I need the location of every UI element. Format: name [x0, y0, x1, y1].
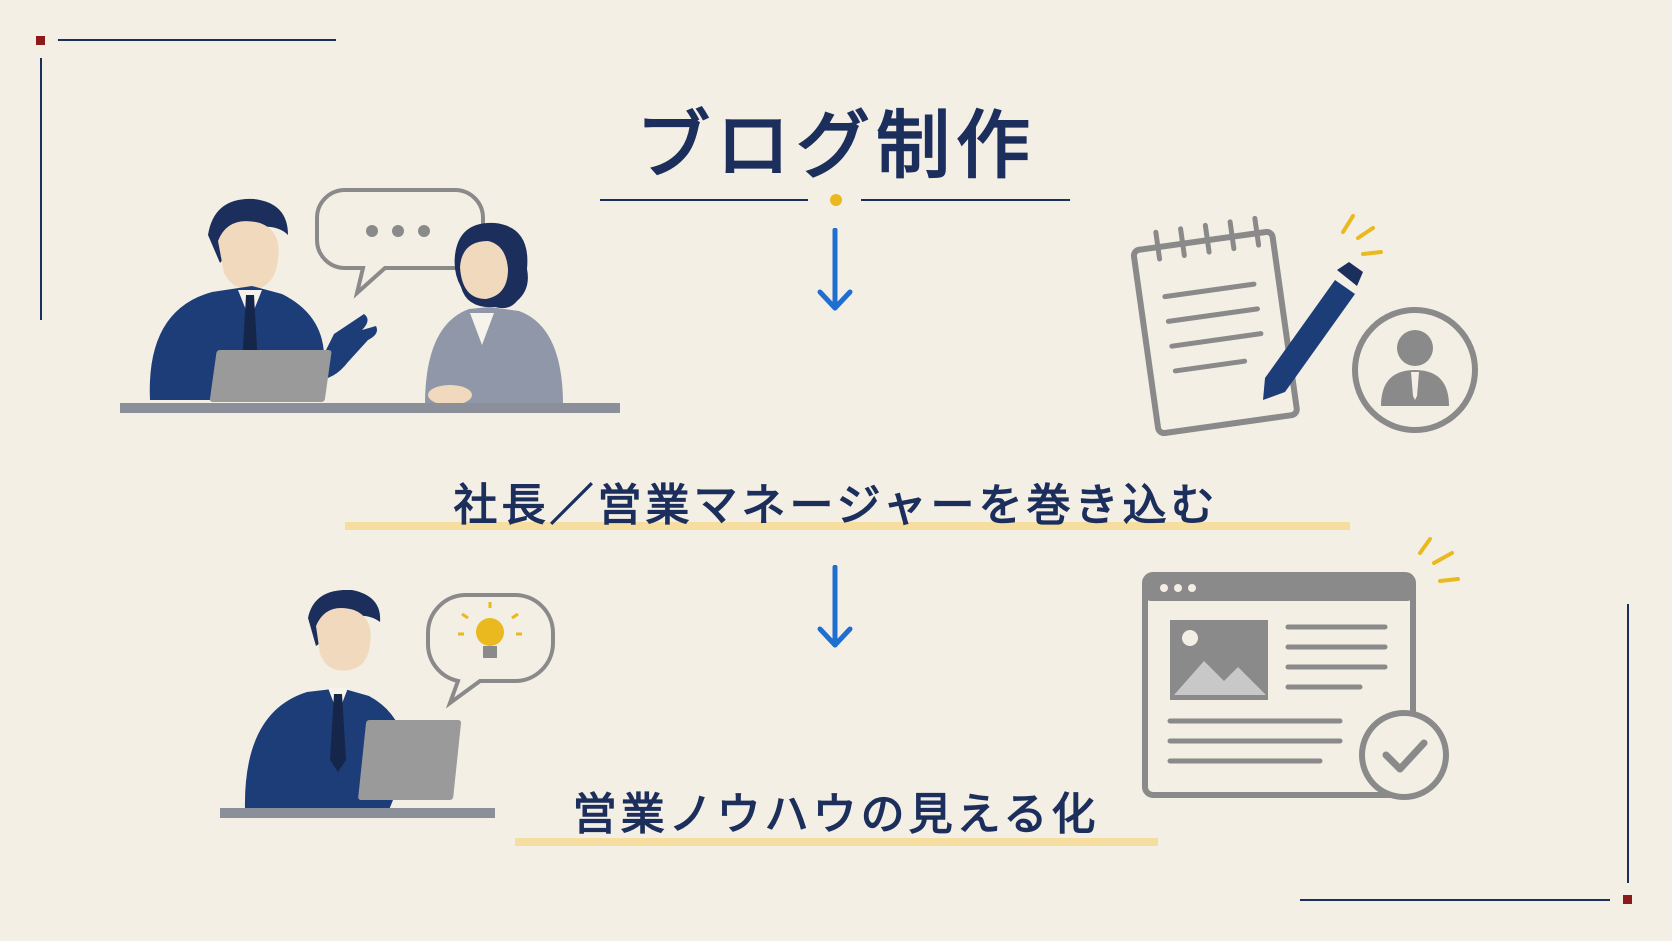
arrow-down-icon	[817, 228, 853, 311]
browser-illustration	[1142, 537, 1460, 800]
notepad-icon	[1130, 215, 1300, 437]
pen-icon	[1263, 214, 1383, 400]
arrow-down-icon	[817, 565, 853, 648]
person-icon	[1352, 307, 1478, 433]
step-2-label: 営業ノウハウの見える化	[572, 789, 1100, 840]
step-1-highlight	[345, 522, 1350, 530]
title-divider	[600, 194, 1070, 206]
image-icon	[1170, 620, 1268, 700]
lightbulb-icon	[458, 602, 522, 658]
browser-icon	[1142, 572, 1416, 798]
speech-bubble-icon	[315, 188, 485, 299]
businesswoman-figure	[425, 222, 563, 405]
checkmark-icon	[1359, 710, 1449, 800]
lightbulb-bubble	[425, 593, 555, 709]
step-2-highlight	[515, 838, 1158, 846]
step-1-label: 社長／営業マネージャーを巻き込む	[453, 480, 1219, 531]
worker-illustration	[220, 590, 555, 818]
notepad-illustration	[1130, 214, 1478, 437]
frame-corner-bottom-right	[1300, 604, 1632, 904]
page-title: ブログ制作	[636, 103, 1036, 189]
businessman-figure	[149, 198, 377, 402]
meeting-illustration	[120, 188, 620, 413]
frame-corner-top-left	[36, 36, 336, 320]
businessman-figure	[244, 590, 462, 810]
